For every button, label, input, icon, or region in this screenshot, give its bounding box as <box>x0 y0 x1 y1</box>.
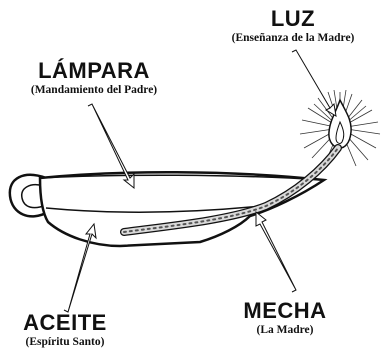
label-aceite: ACEITE (Espíritu Santo) <box>2 312 128 349</box>
lamp-body <box>40 172 324 246</box>
label-luz-title: LUZ <box>200 8 386 30</box>
label-luz-subtitle: (Enseñanza de la Madre) <box>200 33 386 45</box>
label-aceite-subtitle: (Espíritu Santo) <box>2 337 128 349</box>
mecha-pointer <box>256 212 296 292</box>
label-lampara-title: LÁMPARA <box>4 60 184 82</box>
label-mecha: MECHA (La Madre) <box>226 300 344 337</box>
luz-pointer <box>292 50 336 116</box>
label-mecha-title: MECHA <box>226 300 344 322</box>
label-lampara: LÁMPARA (Mandamiento del Padre) <box>4 60 184 97</box>
label-lampara-subtitle: (Mandamiento del Padre) <box>4 85 184 97</box>
label-mecha-subtitle: (La Madre) <box>226 325 344 337</box>
label-aceite-title: ACEITE <box>2 312 128 334</box>
label-luz: LUZ (Enseñanza de la Madre) <box>200 8 386 45</box>
